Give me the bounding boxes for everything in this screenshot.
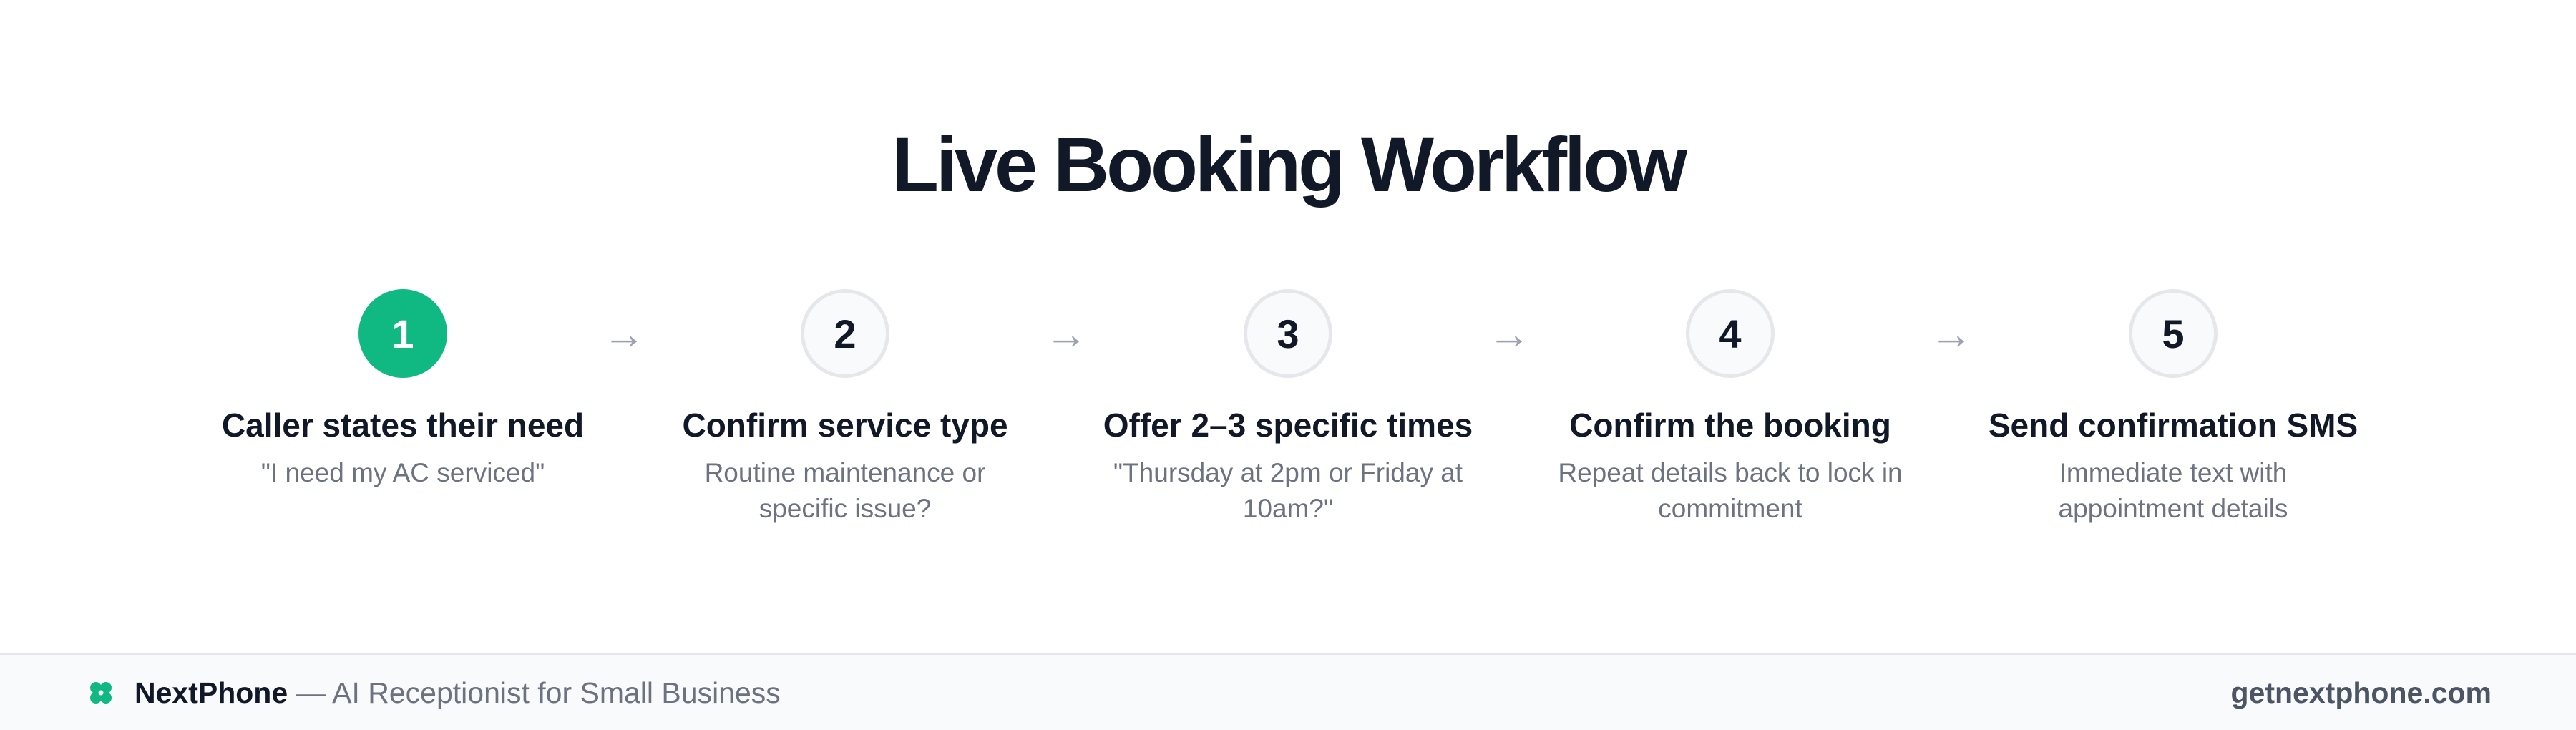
brand-name: NextPhone	[135, 676, 288, 709]
workflow-step-5: 5 Send confirmation SMS Immediate text w…	[1973, 289, 2373, 527]
arrow-right-icon: →	[1488, 310, 1531, 358]
website-link[interactable]: getnextphone.com	[2230, 676, 2492, 709]
step-number-badge: 2	[801, 289, 889, 378]
brand-tagline: — AI Receptionist for Small Business	[296, 676, 781, 709]
step-description: "Thursday at 2pm or Friday at 10am?"	[1113, 458, 1463, 523]
workflow-step-1: 1 Caller states their need "I need my AC…	[203, 289, 603, 491]
step-title: Confirm the booking	[1569, 407, 1891, 444]
workflow-step-4: 4 Confirm the booking Repeat details bac…	[1530, 289, 1931, 527]
step-description: Immediate text with appointment details	[2058, 458, 2288, 523]
step-number-badge: 3	[1244, 289, 1332, 378]
step-number-badge: 5	[2129, 289, 2218, 378]
step-number-badge: 4	[1686, 289, 1775, 378]
workflow-steps: 1 Caller states their need "I need my AC…	[0, 289, 2576, 547]
step-title: Caller states their need	[221, 407, 585, 444]
footer-bar: NextPhone — AI Receptionist for Small Bu…	[0, 653, 2576, 730]
step-title: Send confirmation SMS	[1988, 407, 2358, 444]
step-title: Confirm service type	[682, 407, 1008, 444]
arrow-right-icon: →	[1045, 310, 1088, 358]
step-description: Routine maintenance or specific issue?	[704, 458, 986, 523]
step-number-badge: 1	[358, 289, 447, 378]
step-title: Offer 2–3 specific times	[1103, 407, 1473, 444]
clover-logo-icon	[90, 682, 112, 704]
page-title: Live Booking Workflow	[891, 121, 1687, 208]
workflow-step-3: 3 Offer 2–3 specific times "Thursday at …	[1088, 289, 1488, 527]
step-description: "I need my AC serviced"	[260, 458, 545, 487]
step-description: Repeat details back to lock in commitmen…	[1558, 458, 1903, 523]
arrow-right-icon: →	[1930, 310, 1973, 358]
arrow-right-icon: →	[602, 310, 645, 358]
workflow-step-2: 2 Confirm service type Routine maintenan…	[645, 289, 1045, 527]
